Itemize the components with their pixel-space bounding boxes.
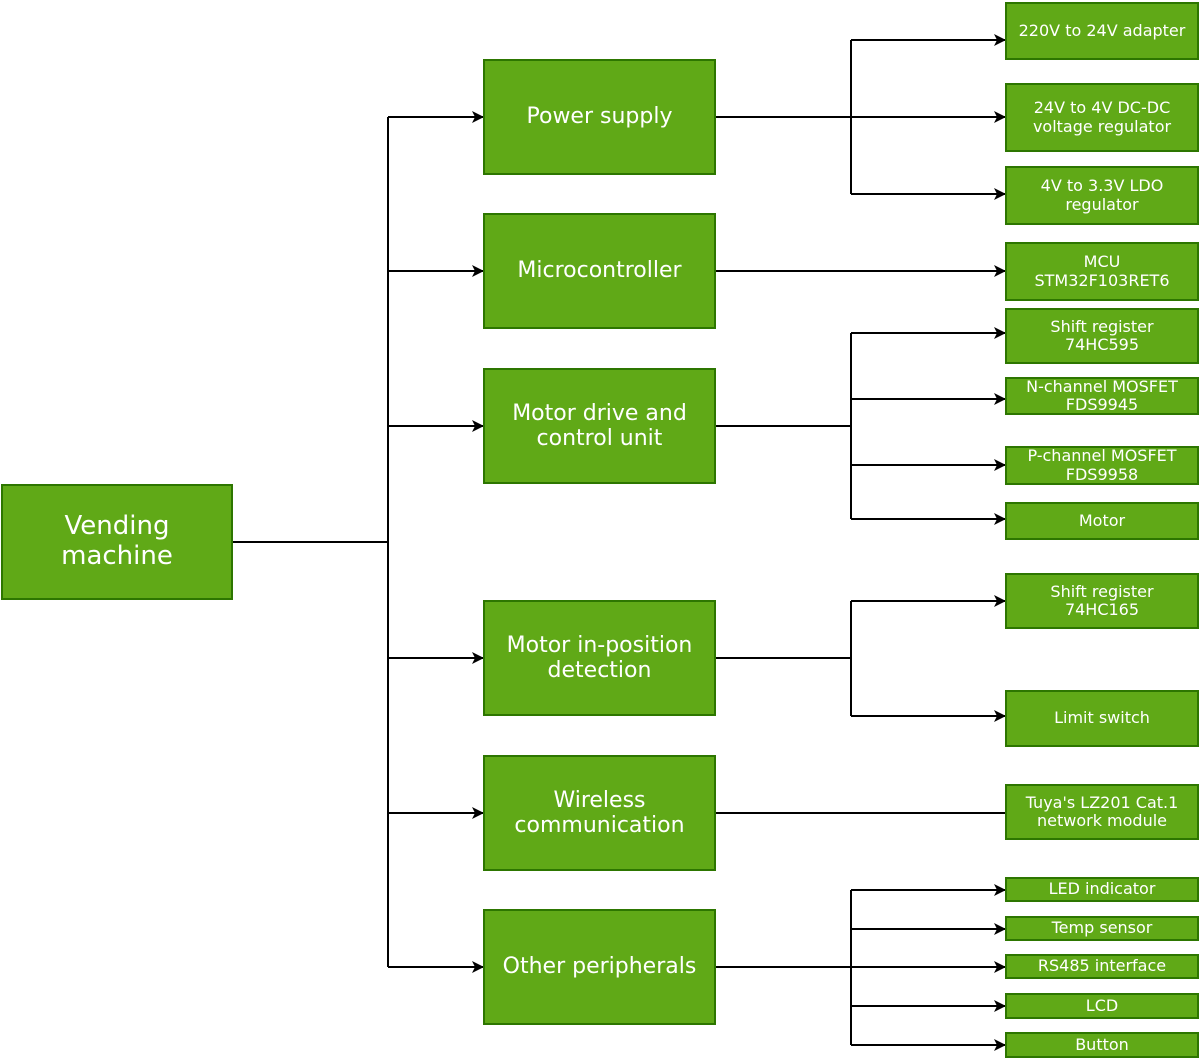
motor-drive-node: Motor drive and control unit xyxy=(483,368,716,484)
shift-register-165-label: Shift register 74HC165 xyxy=(1050,581,1154,619)
lcd-node: LCD xyxy=(1005,993,1199,1019)
adapter-label: 220V to 24V adapter xyxy=(1018,20,1186,40)
lcd-label: LCD xyxy=(1085,995,1119,1015)
button-node: Button xyxy=(1005,1032,1199,1058)
limit-switch-node: Limit switch xyxy=(1005,690,1199,747)
pmos-label: P-channel MOSFET FDS9958 xyxy=(1027,446,1177,484)
dc-dc-regulator-label: 24V to 4V DC-DC voltage regulator xyxy=(1032,98,1172,136)
microcontroller-node: Microcontroller xyxy=(483,213,716,329)
motor-label: Motor xyxy=(1078,510,1126,530)
motor-node: Motor xyxy=(1005,502,1199,540)
vending-machine-label: Vending machine xyxy=(61,511,173,571)
shift-register-165-node: Shift register 74HC165 xyxy=(1005,573,1199,629)
nmos-node: N-channel MOSFET FDS9945 xyxy=(1005,377,1199,415)
peripherals-node: Other peripherals xyxy=(483,909,716,1025)
shift-register-595-label: Shift register 74HC595 xyxy=(1050,316,1154,354)
position-detection-label: Motor in-position detection xyxy=(506,632,693,683)
ldo-regulator-label: 4V to 3.3V LDO regulator xyxy=(1040,176,1164,214)
led-indicator-label: LED indicator xyxy=(1048,879,1156,899)
shift-register-595-node: Shift register 74HC595 xyxy=(1005,308,1199,364)
limit-switch-label: Limit switch xyxy=(1054,708,1150,728)
button-label: Button xyxy=(1075,1034,1129,1054)
network-module-label: Tuya's LZ201 Cat.1 network module xyxy=(1025,792,1179,830)
mcu-node: MCU STM32F103RET6 xyxy=(1005,242,1199,301)
position-detection-node: Motor in-position detection xyxy=(483,600,716,716)
microcontroller-label: Microcontroller xyxy=(517,258,682,284)
network-module-node: Tuya's LZ201 Cat.1 network module xyxy=(1005,784,1199,840)
rs485-node: RS485 interface xyxy=(1005,954,1199,979)
wireless-node: Wireless communication xyxy=(483,755,716,871)
pmos-node: P-channel MOSFET FDS9958 xyxy=(1005,446,1199,485)
adapter-node: 220V to 24V adapter xyxy=(1005,2,1199,60)
rs485-label: RS485 interface xyxy=(1037,956,1167,976)
ldo-regulator-node: 4V to 3.3V LDO regulator xyxy=(1005,166,1199,225)
vending-machine-node: Vending machine xyxy=(1,484,233,600)
dc-dc-regulator-node: 24V to 4V DC-DC voltage regulator xyxy=(1005,83,1199,152)
motor-drive-label: Motor drive and control unit xyxy=(512,400,687,451)
led-indicator-node: LED indicator xyxy=(1005,877,1199,902)
power-supply-label: Power supply xyxy=(526,104,673,130)
wireless-label: Wireless communication xyxy=(514,787,685,838)
temp-sensor-node: Temp sensor xyxy=(1005,916,1199,941)
power-supply-node: Power supply xyxy=(483,59,716,175)
peripherals-label: Other peripherals xyxy=(502,954,697,980)
nmos-label: N-channel MOSFET FDS9945 xyxy=(1026,376,1178,414)
mcu-label: MCU STM32F103RET6 xyxy=(1034,252,1170,290)
temp-sensor-label: Temp sensor xyxy=(1051,918,1153,938)
